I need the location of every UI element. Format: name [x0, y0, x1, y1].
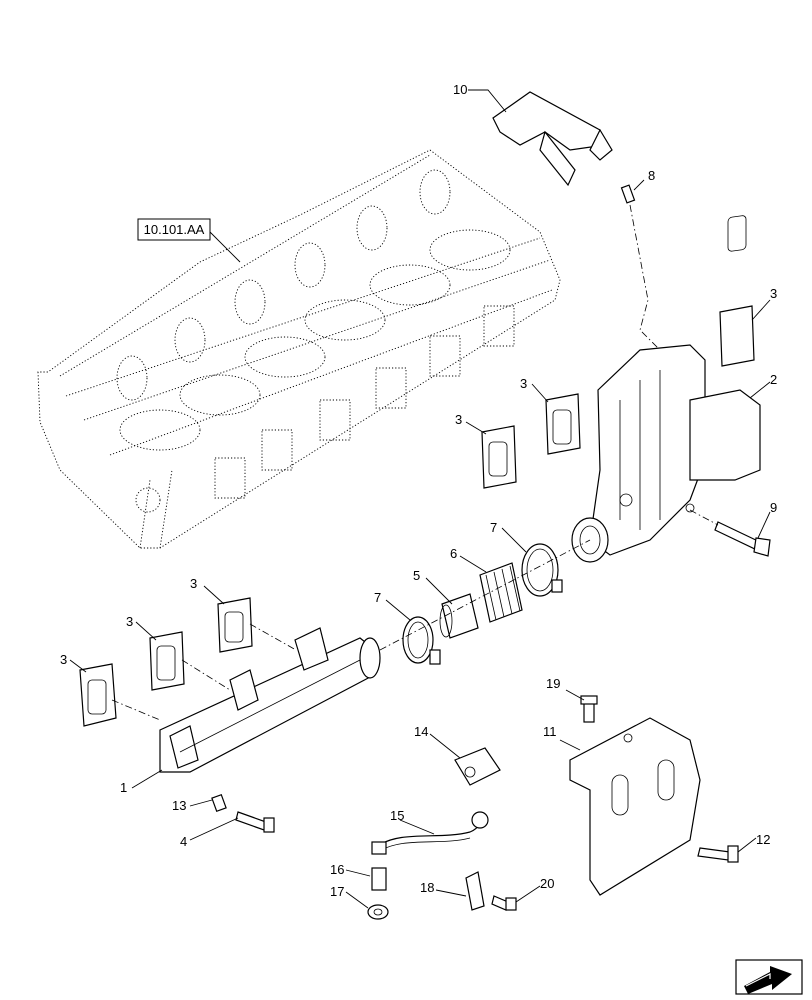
- next-page-arrow-icon[interactable]: [735, 959, 803, 995]
- bolt: [580, 695, 598, 723]
- callout-2: 2: [770, 372, 777, 387]
- bolt: [491, 895, 517, 911]
- callout-17: 17: [330, 884, 344, 899]
- exhaust-elbow: [571, 344, 761, 563]
- clamp: [402, 616, 441, 665]
- callout-3: 3: [520, 376, 527, 391]
- callout-7: 7: [374, 590, 381, 605]
- bellows: [479, 562, 523, 623]
- callout-16: 16: [330, 862, 344, 877]
- callout-3: 3: [455, 412, 462, 427]
- cylinder-head: [37, 149, 561, 549]
- washer: [367, 904, 389, 920]
- reference-label[interactable]: 10.101.AA: [137, 218, 211, 241]
- stud: [211, 793, 227, 813]
- leader-lines: [69, 89, 771, 909]
- callout-1: 1: [120, 780, 127, 795]
- callout-3: 3: [126, 614, 133, 629]
- callout-8: 8: [648, 168, 655, 183]
- lifting-bracket: [492, 91, 613, 187]
- callout-3: 3: [60, 652, 67, 667]
- callout-18: 18: [420, 880, 434, 895]
- callout-7: 7: [490, 520, 497, 535]
- gasket: [481, 425, 517, 489]
- gasket: [149, 631, 185, 691]
- heat-shield: [569, 717, 701, 896]
- callout-20: 20: [540, 876, 554, 891]
- sleeve: [439, 593, 479, 639]
- callout-6: 6: [450, 546, 457, 561]
- callout-3: 3: [770, 286, 777, 301]
- clamp: [521, 543, 563, 597]
- bolt: [697, 845, 739, 863]
- oil-bracket: [454, 747, 501, 786]
- callout-9: 9: [770, 500, 777, 515]
- callout-5: 5: [413, 568, 420, 583]
- bolt: [235, 811, 275, 833]
- clip: [465, 871, 485, 911]
- gasket: [79, 663, 117, 727]
- gasket: [719, 215, 755, 367]
- callout-15: 15: [390, 808, 404, 823]
- gasket: [217, 597, 253, 653]
- gasket: [545, 393, 581, 455]
- callout-10: 10: [453, 82, 467, 97]
- callout-4: 4: [180, 834, 187, 849]
- callout-19: 19: [546, 676, 560, 691]
- callout-13: 13: [172, 798, 186, 813]
- callout-11: 11: [543, 724, 557, 739]
- callout-3: 3: [190, 576, 197, 591]
- callout-labels: 10 8 3 2 3 3 9 7 6 5 7 3 3 3 19 11 14 1 …: [60, 82, 777, 899]
- exhaust-manifold: [159, 627, 381, 773]
- fitting: [371, 867, 387, 891]
- callout-14: 14: [414, 724, 428, 739]
- svg-text:10.101.AA: 10.101.AA: [144, 222, 205, 237]
- bolt: [714, 521, 771, 557]
- pipe: [371, 811, 489, 855]
- callout-12: 12: [756, 832, 770, 847]
- sensor: [620, 184, 636, 204]
